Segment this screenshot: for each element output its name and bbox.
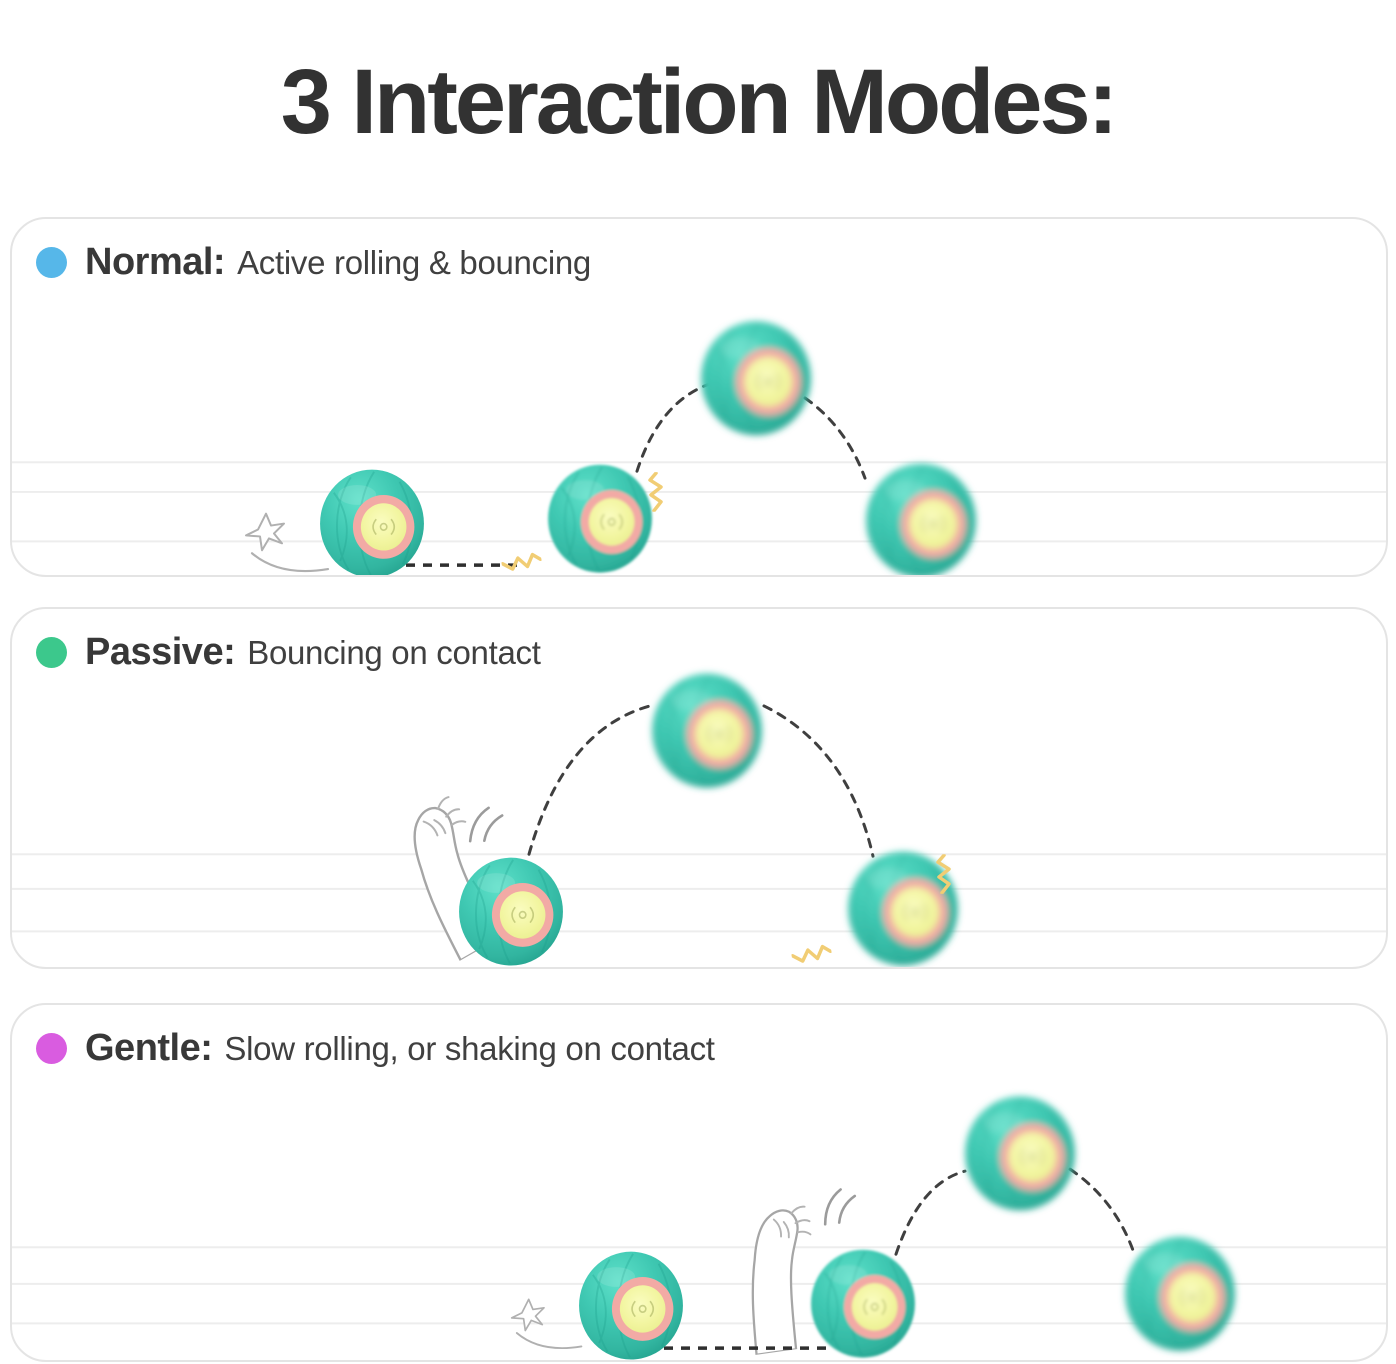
mode-card-normal: Normal: Active rolling & bouncing — [10, 217, 1388, 577]
cat-paw-icon — [735, 1204, 829, 1356]
bounce-trajectory-dash — [1068, 1167, 1135, 1252]
paw-motion-arcs-icon — [816, 1185, 862, 1228]
page-title: 3 Interaction Modes: — [280, 50, 1119, 153]
mode-label: Passive: — [85, 631, 236, 673]
mode-card-passive: Passive: Bouncing on contact — [10, 607, 1388, 969]
bounce-trajectory-dash — [635, 381, 714, 473]
ball-illustration — [319, 468, 425, 575]
illustration-canvas — [12, 672, 1386, 967]
ball-illustration — [547, 463, 653, 574]
ball-illustration — [578, 1250, 684, 1360]
paw-motion-arcs-icon — [463, 804, 508, 845]
bounce-trajectory-dash — [527, 704, 652, 856]
mode-header: Passive: Bouncing on contact — [36, 631, 541, 674]
mode-description: Slow rolling, or shaking on contact — [224, 1029, 715, 1067]
impact-squiggle-icon — [790, 943, 833, 965]
ball-moving-illustration — [651, 672, 763, 789]
impact-squiggle-icon — [500, 551, 543, 573]
mode-illustration-normal — [12, 219, 1386, 575]
mode-description: Bouncing on contact — [247, 633, 541, 671]
mode-header: Gentle: Slow rolling, or shaking on cont… — [36, 1027, 715, 1070]
ball-illustration — [458, 856, 564, 967]
bounce-trajectory-dash — [894, 1169, 967, 1256]
mode-header: Normal: Active rolling & bouncing — [36, 241, 591, 284]
mode-card-gentle: Gentle: Slow rolling, or shaking on cont… — [10, 1003, 1388, 1362]
illustration-canvas — [12, 1095, 1386, 1360]
ball-illustration — [810, 1248, 916, 1359]
swoosh-splash-icon — [244, 512, 330, 573]
mode-description: Active rolling & bouncing — [237, 243, 591, 281]
mode-label: Normal: — [85, 241, 226, 283]
mode-color-dot-passive — [36, 637, 67, 668]
ball-moving-illustration — [1124, 1235, 1236, 1352]
ball-moving-illustration — [700, 320, 812, 437]
mode-illustration-gentle — [12, 1005, 1386, 1360]
ball-moving-illustration — [964, 1095, 1076, 1212]
ball-moving-illustration — [847, 850, 959, 967]
bounce-trajectory-dash — [803, 396, 867, 480]
mode-color-dot-normal — [36, 247, 67, 278]
bounce-trajectory-dash — [762, 704, 875, 858]
mode-label: Gentle: — [85, 1027, 213, 1069]
illustration-canvas — [12, 320, 1386, 575]
mode-illustration-passive — [12, 609, 1386, 967]
ball-moving-illustration — [865, 462, 977, 575]
mode-color-dot-gentle — [36, 1033, 67, 1064]
